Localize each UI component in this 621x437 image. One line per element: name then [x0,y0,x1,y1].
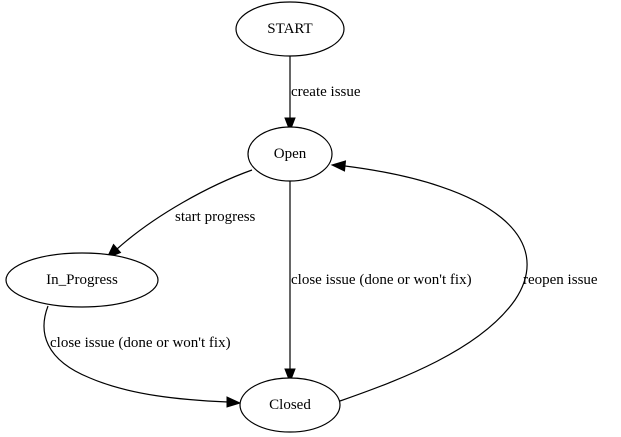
node-start-label: START [267,21,312,37]
edge-create-issue: create issue [284,56,361,133]
edge-create-issue-arrowhead [284,117,296,133]
node-open: Open [247,126,333,182]
node-in-progress: In_Progress [5,252,159,308]
edge-start-progress-line [116,169,253,250]
edge-close-from-progress: close issue (done or won't fix) [43,305,242,408]
edge-reopen-label: reopen issue [523,272,598,288]
node-start-ellipse [235,1,345,57]
edge-close-from-open-label: close issue (done or won't fix) [291,272,472,288]
edge-close-from-progress-line [43,305,229,403]
edge-close-from-progress-label: close issue (done or won't fix) [50,335,231,351]
node-closed: Closed [239,377,341,433]
node-in-progress-ellipse [5,252,159,308]
node-closed-label: Closed [269,397,311,413]
edge-reopen-arrowhead [330,160,347,172]
node-open-label: Open [274,146,307,162]
edge-reopen-line [339,165,528,402]
node-closed-ellipse [239,377,341,433]
node-open-ellipse [247,126,333,182]
edge-close-from-progress-arrowhead [226,396,242,408]
edge-reopen: reopen issue [330,160,598,402]
edge-start-progress-label: start progress [175,209,256,225]
edge-start-progress: start progress [105,169,256,259]
node-start: START [235,1,345,57]
edge-close-from-open-arrowhead [284,368,296,384]
node-in-progress-label: In_Progress [46,272,118,288]
edge-close-from-open: close issue (done or won't fix) [284,181,472,384]
edge-create-issue-label: create issue [291,84,361,100]
